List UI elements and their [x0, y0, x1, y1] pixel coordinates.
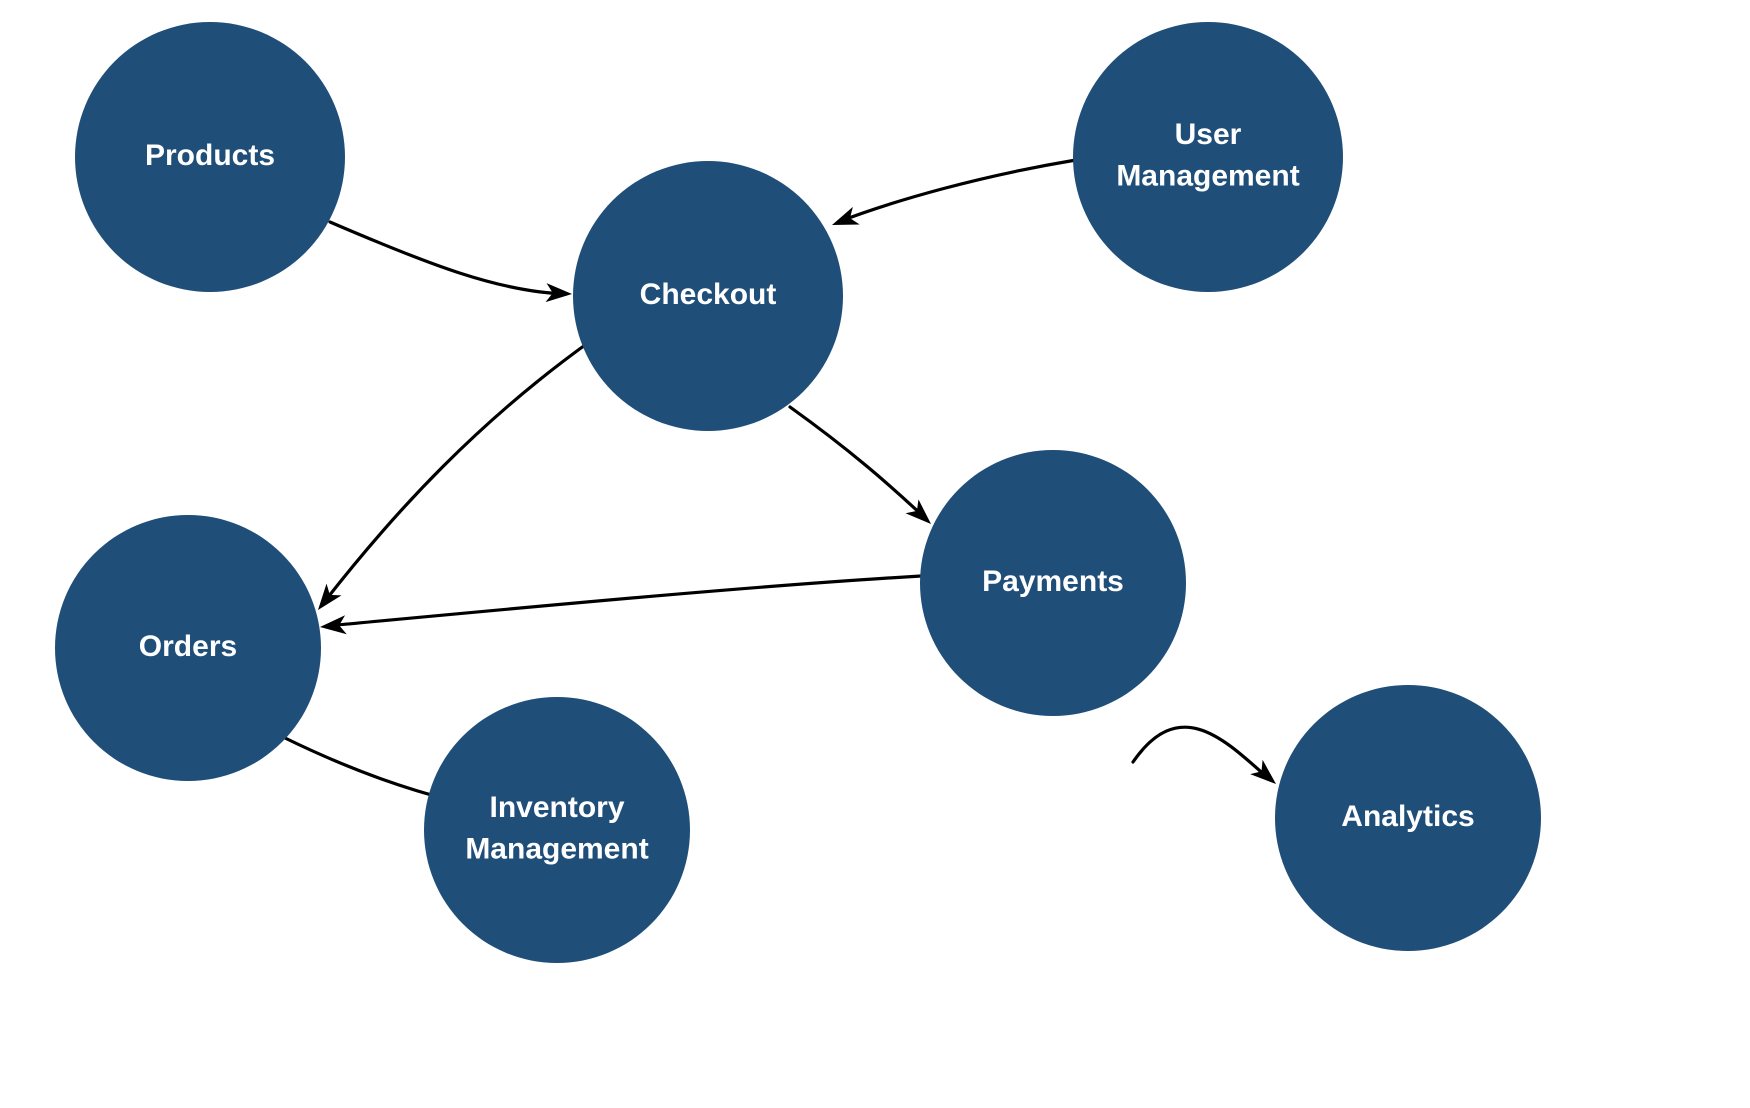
- node-analytics[interactable]: Analytics: [1275, 685, 1541, 951]
- arrow-head-icon: [318, 583, 342, 610]
- node-orders[interactable]: Orders: [55, 515, 321, 781]
- arrow-head-icon: [832, 206, 860, 225]
- edge-line: [1131, 725, 1270, 780]
- edge-line: [788, 405, 927, 520]
- edge-checkout-to-orders: [318, 338, 594, 610]
- arrow-head-icon: [905, 499, 931, 524]
- edge-user-management-to-checkout: [832, 158, 1078, 225]
- node-circle[interactable]: [75, 22, 345, 292]
- edge-payments-to-orders: [320, 574, 923, 635]
- node-checkout[interactable]: Checkout: [573, 161, 843, 431]
- node-circle[interactable]: [920, 450, 1186, 716]
- arrow-head-icon: [1250, 759, 1276, 784]
- edge-line: [281, 735, 452, 802]
- node-products[interactable]: Products: [75, 22, 345, 292]
- edge-payments-to-analytics: [1131, 725, 1276, 784]
- edge-line: [328, 220, 568, 296]
- edge-line: [335, 574, 923, 627]
- edge-line: [323, 338, 594, 603]
- arrow-head-icon: [545, 283, 572, 303]
- node-circle[interactable]: [1275, 685, 1541, 951]
- node-circle[interactable]: [1073, 22, 1343, 292]
- arrow-head-icon: [320, 615, 347, 635]
- node-circle[interactable]: [573, 161, 843, 431]
- edge-line: [836, 158, 1078, 224]
- node-circle[interactable]: [55, 515, 321, 781]
- edge-checkout-to-payments: [788, 405, 931, 524]
- node-payments[interactable]: Payments: [920, 450, 1186, 716]
- node-circle[interactable]: [424, 697, 690, 963]
- edge-products-to-checkout: [328, 220, 572, 303]
